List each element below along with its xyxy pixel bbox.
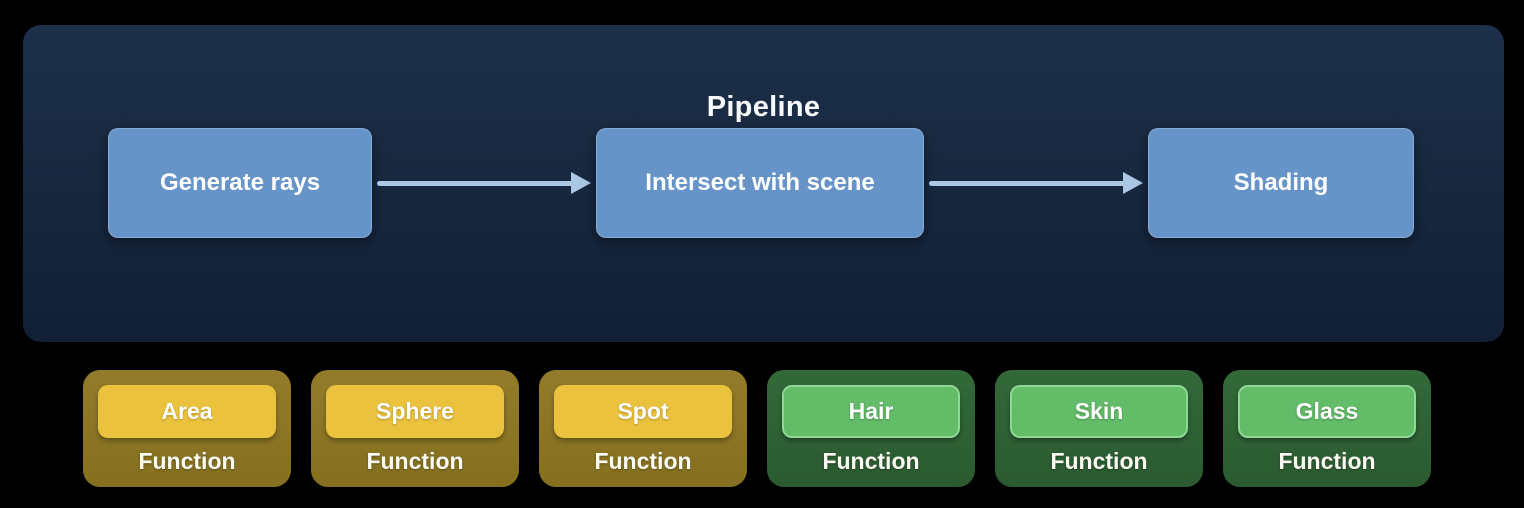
function-sublabel: Function [1278,447,1376,474]
function-sublabel: Function [822,447,920,474]
function-sublabel: Function [366,447,464,474]
pipeline-step-generate-rays: Generate rays [108,128,372,238]
function-chip-hair: Hair [782,385,960,438]
pipeline-title: Pipeline [706,91,821,123]
pipeline-step-shading: Shading [1148,128,1414,238]
flow-arrow-icon [377,172,591,194]
pipeline-flow: Generate rays Intersect with scene Shading [108,128,1414,238]
arrow-head-icon [1123,172,1143,194]
pipeline-step-intersect-with-scene: Intersect with scene [596,128,924,238]
function-sublabel: Function [1050,447,1148,474]
function-sublabel: Function [594,447,692,474]
function-chip-glass: Glass [1238,385,1416,438]
function-sublabel: Function [138,447,236,474]
function-chip-area: Area [98,385,276,438]
arrow-shaft [377,180,574,186]
function-chip-skin: Skin [1010,385,1188,438]
flow-arrow-icon [929,172,1143,194]
function-chip-sphere: Sphere [326,385,504,438]
function-chip-spot: Spot [554,385,732,438]
pipeline-panel: Pipeline Generate rays Intersect with sce… [23,25,1504,342]
arrow-shaft [929,180,1126,186]
arrow-head-icon [571,172,591,194]
